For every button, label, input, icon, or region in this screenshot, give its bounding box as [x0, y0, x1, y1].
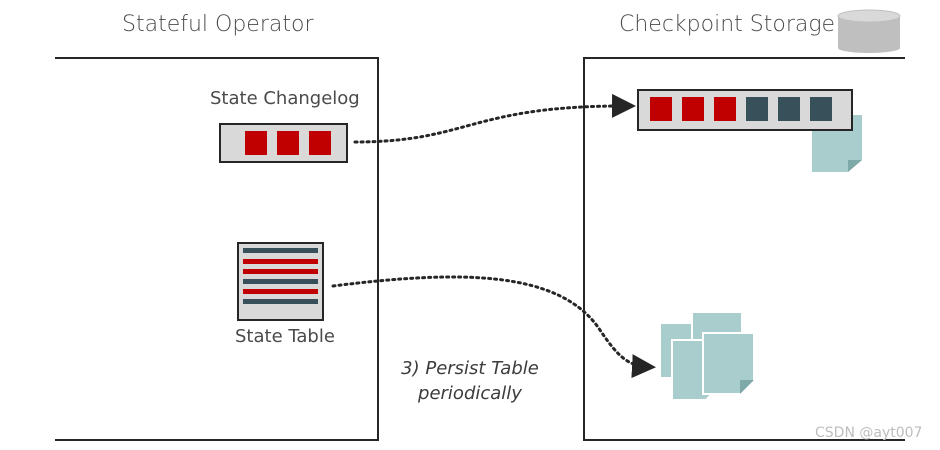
table-row	[243, 289, 318, 294]
table-snapshot-files	[659, 311, 755, 401]
table-row	[243, 299, 318, 304]
changelog-entry	[778, 97, 800, 121]
storage-box	[583, 57, 905, 441]
persist-annotation-line2: periodically	[418, 383, 522, 404]
changelog-entry	[810, 97, 832, 121]
changelog-entry	[650, 97, 672, 121]
state-table	[237, 242, 324, 321]
persist-annotation: 3) Persist Table periodically	[395, 356, 545, 406]
table-persist-arrow	[331, 275, 656, 379]
table-row	[243, 269, 318, 274]
changelog-entry	[682, 97, 704, 121]
changelog-entry	[245, 131, 267, 155]
changelog-upload-arrow	[353, 93, 636, 144]
table-row	[243, 279, 318, 284]
table-row	[243, 259, 318, 264]
storage-title: Checkpoint Storage	[619, 12, 836, 37]
changelog-entry	[309, 131, 331, 155]
changelog-entry	[714, 97, 736, 121]
persist-annotation-line1: 3) Persist Table	[401, 358, 539, 379]
table-row	[243, 248, 318, 253]
watermark: CSDN @ayt007	[815, 425, 923, 441]
stored-changelog	[637, 89, 862, 172]
database-icon	[837, 9, 901, 53]
state-table-label: State Table	[235, 326, 335, 347]
changelog-label: State Changelog	[210, 88, 360, 109]
changelog-entry	[746, 97, 768, 121]
changelog-entry	[277, 131, 299, 155]
operator-title: Stateful Operator	[122, 12, 314, 37]
state-changelog	[219, 123, 348, 163]
operator-box	[55, 57, 379, 441]
